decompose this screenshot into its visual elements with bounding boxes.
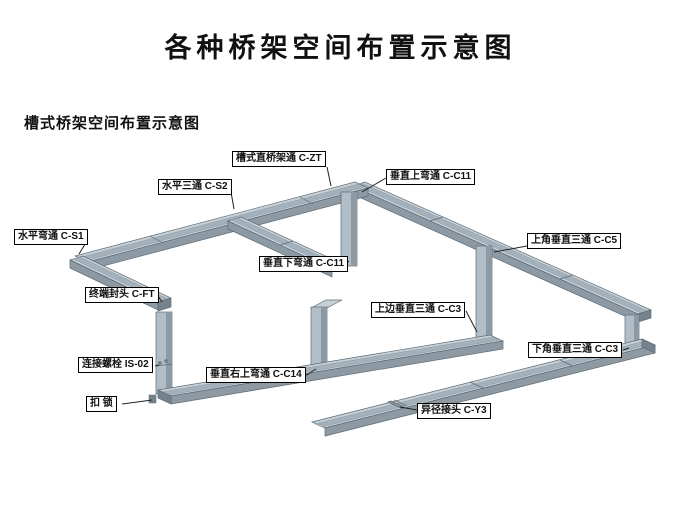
- leader-line-c-s1: [78, 240, 88, 255]
- tray-riser-center-lower: [310, 299, 343, 368]
- tray-face: [559, 274, 574, 280]
- tray-face: [354, 182, 649, 314]
- tray-face: [314, 340, 653, 428]
- tray-face: [69, 259, 159, 311]
- tray-run-lower-front: [310, 338, 657, 437]
- tray-face: [634, 315, 639, 345]
- tray-face: [393, 399, 408, 407]
- tray-run-front-left: [69, 255, 172, 312]
- tray-face: [429, 216, 444, 222]
- leader-lines: [78, 166, 630, 411]
- tray-face: [559, 359, 574, 367]
- tray-face: [469, 381, 484, 389]
- leader-line-c-c5: [493, 245, 528, 253]
- tray-face: [279, 240, 294, 246]
- leader-line-c-ft: [157, 295, 163, 303]
- leader-line-c-y3: [399, 406, 418, 411]
- tray-face: [160, 336, 501, 396]
- tray-face: [351, 185, 639, 323]
- bolt-icon: [164, 359, 168, 363]
- leader-line-c-c14: [304, 368, 317, 377]
- tray-face: [321, 307, 327, 367]
- bolt-icon: [158, 361, 162, 365]
- leader-line-c-c3d: [622, 347, 630, 351]
- leader-line-is-02: [154, 364, 160, 367]
- tray-face: [351, 192, 357, 266]
- section-subtitle: 槽式桥架空间布置示意图: [24, 115, 201, 132]
- tray-run-right-long: [351, 181, 652, 323]
- tray-branch-tee: [227, 216, 346, 278]
- tray-face: [486, 246, 492, 340]
- tray-face: [72, 256, 169, 302]
- tray-face: [166, 312, 172, 394]
- leader-line-lock: [121, 399, 153, 405]
- leader-line-c-c3u: [465, 310, 478, 333]
- tray-face: [155, 363, 173, 367]
- leader-line-c-s2: [230, 191, 235, 210]
- lock-clamp-icon: [148, 394, 157, 404]
- tray-face: [641, 338, 656, 354]
- leader-line-c-zt: [326, 166, 332, 187]
- tray-face: [157, 389, 172, 405]
- reducer-joint: [387, 400, 405, 409]
- tray-face: [227, 220, 333, 278]
- page-title: 各种桥架空间布置示意图: [164, 33, 517, 63]
- tray-face: [299, 196, 314, 205]
- tray-face: [77, 183, 366, 262]
- tray-riser-right-middle: [475, 245, 493, 341]
- leader-line-c-c11u: [361, 177, 387, 193]
- tray-face: [149, 235, 164, 244]
- tray-vertical-middle: [340, 191, 358, 267]
